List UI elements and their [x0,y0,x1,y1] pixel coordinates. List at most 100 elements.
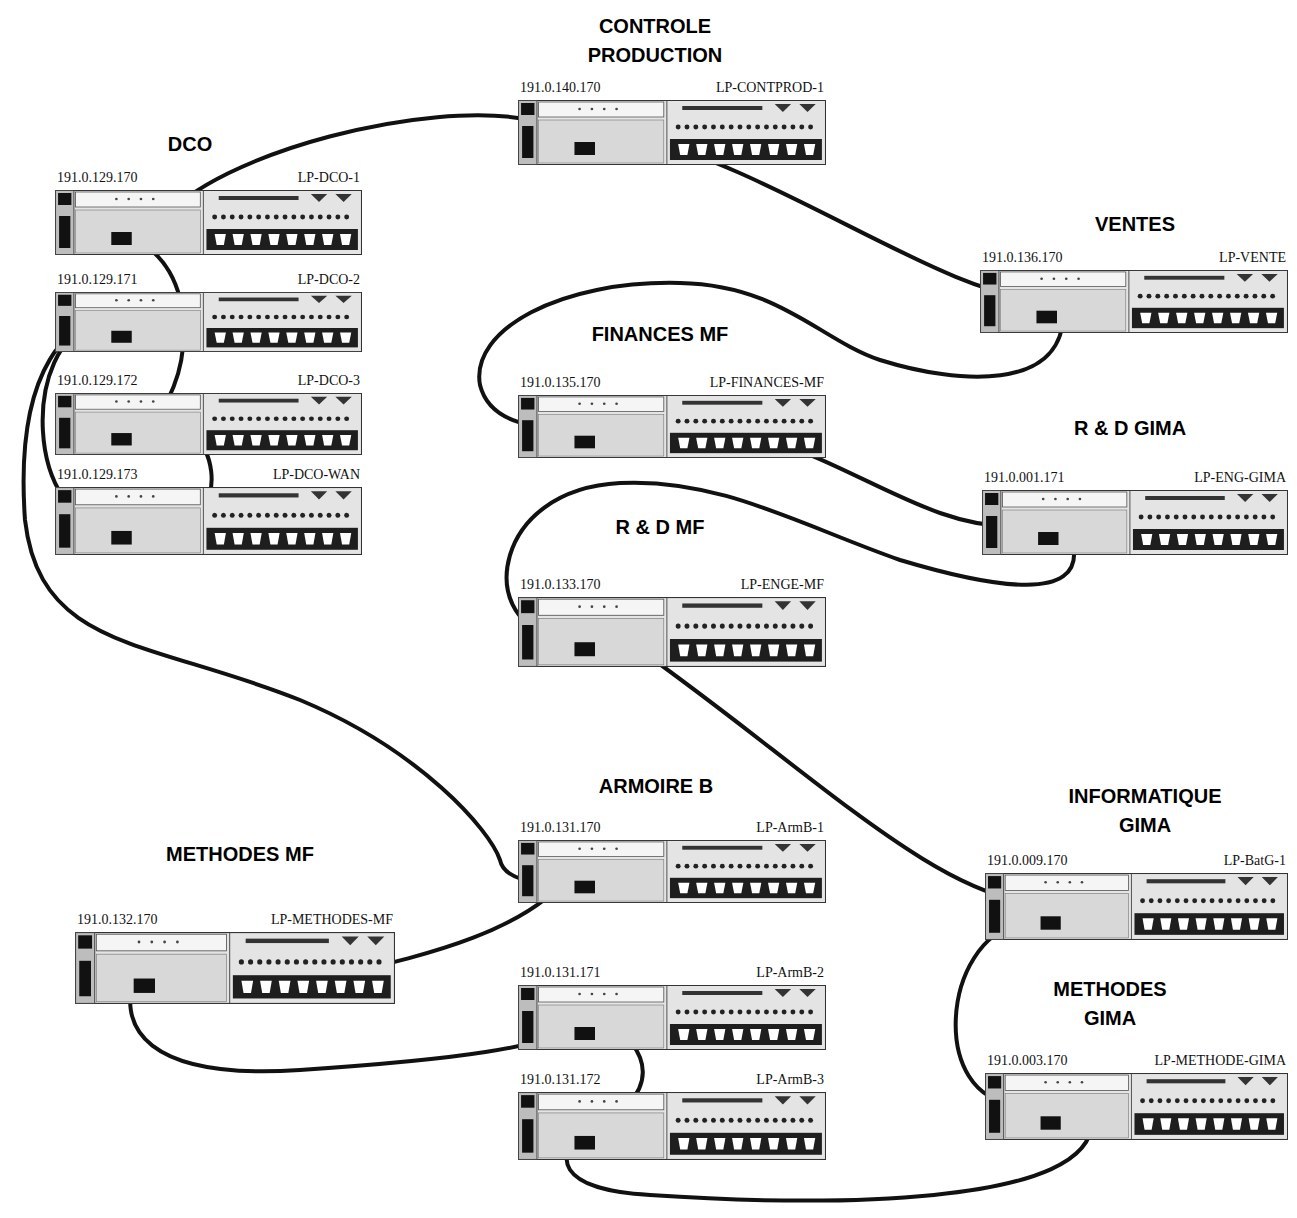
device-name: LP-BatG-1 [1224,853,1286,869]
device-detail [685,1118,690,1123]
device-detail [522,1119,533,1152]
device-detail [1213,1118,1224,1129]
device-detail [335,315,340,319]
device-detail [729,419,734,424]
device-detail [327,315,332,319]
device-detail [678,438,689,449]
device-detail [696,883,707,894]
device-detail [367,936,384,945]
device-detail [285,959,290,964]
device-detail [1230,313,1241,324]
device-detail [790,1010,795,1015]
ip-address: 191.0.131.171 [520,965,601,981]
device-name: LP-ArmB-2 [756,965,824,981]
device-detail [248,959,253,964]
device-detail [685,419,690,424]
device-detail [221,416,226,421]
device-detail [335,194,351,202]
device-detail [676,125,681,130]
device-detail [268,333,279,343]
device-detail [76,933,95,1004]
switch-chassis [518,395,826,458]
device-detail [335,416,340,421]
device-detail [670,1133,822,1155]
device-detail [1044,881,1047,884]
device-detail [670,433,822,453]
device-detail [1218,898,1223,903]
device-detail [676,1118,681,1123]
network-cable [626,133,1042,299]
device-detail [230,315,235,319]
device-detail [773,623,778,628]
device-detail [521,600,534,613]
device-detail [676,419,681,424]
device-detail [127,198,130,201]
device-detail [738,1118,743,1123]
device-detail [738,125,743,130]
device-detail [702,1118,707,1123]
device-detail [1261,274,1277,282]
device-detail [764,1010,769,1015]
device-detail [247,513,252,518]
device-detail [291,416,296,421]
device-detail [322,333,333,343]
device-detail [764,864,769,869]
switch-chassis [55,393,362,455]
device-detail [56,191,362,255]
device-detail [539,120,664,163]
device-detail [230,416,235,421]
device-detail [685,1010,690,1015]
device-detail [230,513,235,518]
device-detail [1174,515,1179,520]
device-detail [1001,272,1126,287]
device-detail [203,394,204,454]
device-detail [239,215,244,220]
device-detail [152,400,155,402]
device-detail [714,644,725,656]
device-detail [1056,1081,1059,1084]
device-detail [75,412,200,453]
device-detail [250,435,261,445]
device-detail [344,215,349,220]
device-detail [786,438,797,449]
switch-node: FINANCES MF191.0.135.170LP-FINANCES-MF [518,395,826,458]
device-detail [711,623,716,628]
device-detail [229,933,230,1003]
device-detail [591,402,594,405]
device-detail [578,993,581,996]
device-detail [1262,898,1267,903]
device-detail [335,397,351,405]
device-detail [768,883,779,894]
device-detail [318,513,323,518]
device-detail [318,416,323,421]
device-detail [702,125,707,130]
device-detail [340,533,351,545]
device-name: LP-ArmB-1 [756,820,824,836]
device-detail [1158,313,1169,324]
device-detail [1266,534,1277,545]
device-detail [340,435,351,445]
device-detail [297,981,309,993]
device-detail [521,843,534,855]
device-detail [1166,898,1171,903]
device-detail [327,416,332,421]
device-detail [304,435,315,445]
device-detail [56,393,74,454]
device-detail [786,1029,797,1040]
device-detail [746,623,751,628]
device-detail [666,1093,667,1159]
switch-node: 191.0.131.172LP-ArmB-3 [518,1092,826,1160]
device-detail [808,864,813,869]
device-detail [265,416,270,421]
device-detail [75,310,200,350]
device-detail [746,419,751,424]
device-detail [212,315,217,319]
device-detail [309,513,314,518]
device-detail [615,605,618,608]
group-heading: VENTES [1035,210,1235,239]
device-detail [773,1118,778,1123]
device-detail [682,846,762,850]
device-detail [318,315,323,319]
device-detail [720,623,725,628]
device-detail [808,419,813,424]
